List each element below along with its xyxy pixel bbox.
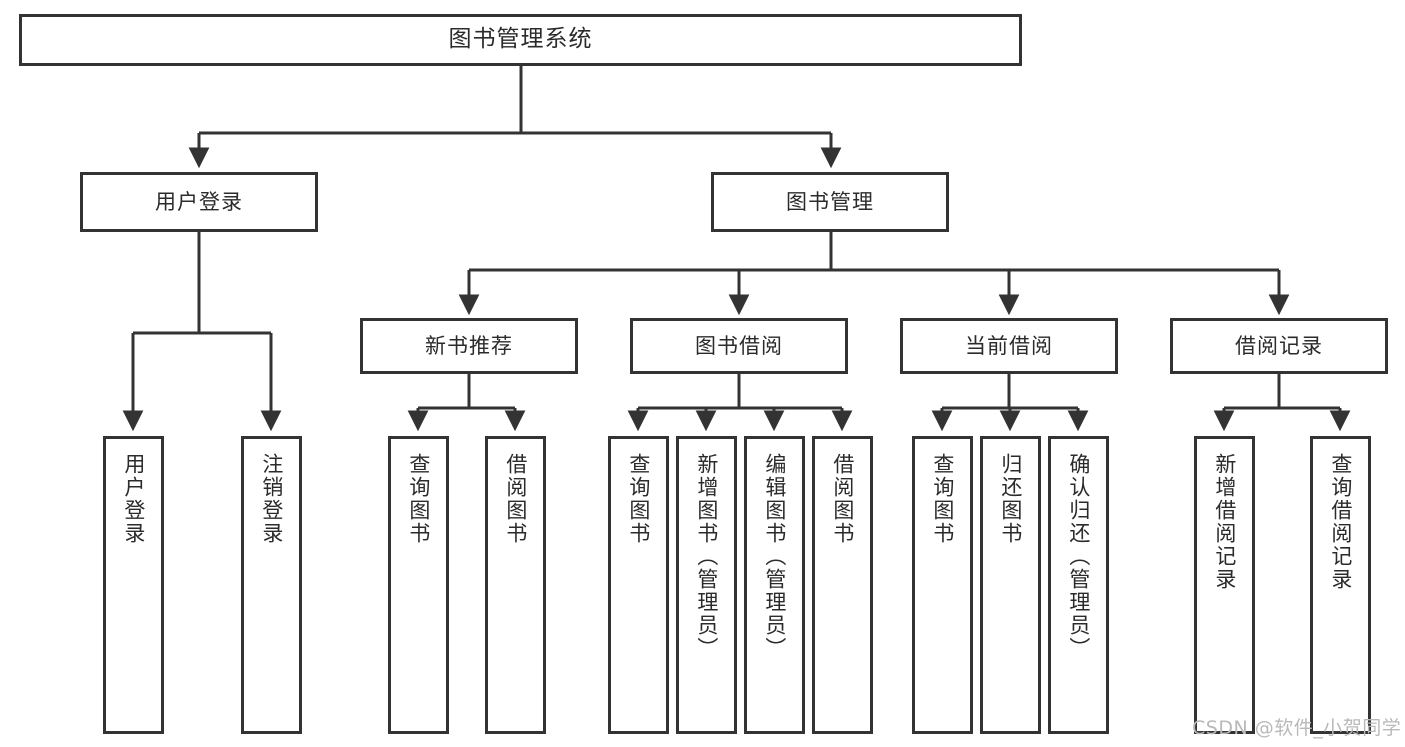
node-current-borrow[interactable]: 当前借阅 — [900, 318, 1118, 374]
node-leaf-edit-book[interactable]: 编辑图书（管理员） — [744, 436, 805, 734]
node-user-login[interactable]: 用户登录 — [80, 172, 318, 232]
node-leaf-query-book-1[interactable]: 查询图书 — [388, 436, 449, 734]
node-book-borrow-label: 图书借阅 — [695, 333, 783, 358]
node-root-label: 图书管理系统 — [448, 26, 593, 53]
node-book-borrow[interactable]: 图书借阅 — [630, 318, 848, 374]
node-current-borrow-label: 当前借阅 — [965, 333, 1053, 358]
node-leaf-return-book[interactable]: 归还图书 — [980, 436, 1041, 734]
node-leaf-logout-login[interactable]: 注销登录 — [241, 436, 302, 734]
node-leaf-query-book-3[interactable]: 查询图书 — [912, 436, 973, 734]
node-new-book-recommend[interactable]: 新书推荐 — [360, 318, 578, 374]
watermark: CSDN @软件_小贺同学 — [1192, 717, 1402, 739]
node-leaf-query-book-2-label: 查询图书 — [626, 453, 651, 545]
node-leaf-user-login[interactable]: 用户登录 — [103, 436, 164, 734]
node-leaf-add-book[interactable]: 新增图书（管理员） — [676, 436, 737, 734]
node-leaf-query-record[interactable]: 查询借阅记录 — [1310, 436, 1371, 734]
node-leaf-borrow-book-1[interactable]: 借阅图书 — [485, 436, 546, 734]
node-leaf-query-book-3-label: 查询图书 — [930, 453, 955, 545]
node-new-book-recommend-label: 新书推荐 — [425, 333, 513, 358]
node-leaf-query-record-label: 查询借阅记录 — [1328, 453, 1353, 591]
node-leaf-add-book-label: 新增图书（管理员） — [694, 453, 719, 660]
node-leaf-query-book-1-label: 查询图书 — [406, 453, 431, 545]
node-leaf-confirm-return-label: 确认归还（管理员） — [1066, 453, 1091, 660]
node-leaf-borrow-book-2-label: 借阅图书 — [830, 453, 855, 545]
node-leaf-add-record[interactable]: 新增借阅记录 — [1194, 436, 1255, 734]
node-leaf-borrow-book-1-label: 借阅图书 — [503, 453, 528, 545]
node-leaf-logout-login-label: 注销登录 — [259, 453, 284, 545]
node-leaf-add-record-label: 新增借阅记录 — [1212, 453, 1237, 591]
node-root[interactable]: 图书管理系统 — [19, 14, 1022, 66]
node-leaf-confirm-return[interactable]: 确认归还（管理员） — [1048, 436, 1109, 734]
node-borrow-record-label: 借阅记录 — [1235, 333, 1323, 358]
node-user-login-label: 用户登录 — [155, 189, 243, 214]
node-leaf-return-book-label: 归还图书 — [998, 453, 1023, 545]
node-leaf-query-book-2[interactable]: 查询图书 — [608, 436, 669, 734]
node-leaf-borrow-book-2[interactable]: 借阅图书 — [812, 436, 873, 734]
node-book-management[interactable]: 图书管理 — [711, 172, 949, 232]
node-book-management-label: 图书管理 — [786, 189, 874, 214]
node-leaf-edit-book-label: 编辑图书（管理员） — [762, 453, 787, 660]
node-borrow-record[interactable]: 借阅记录 — [1170, 318, 1388, 374]
node-leaf-user-login-label: 用户登录 — [121, 453, 146, 545]
